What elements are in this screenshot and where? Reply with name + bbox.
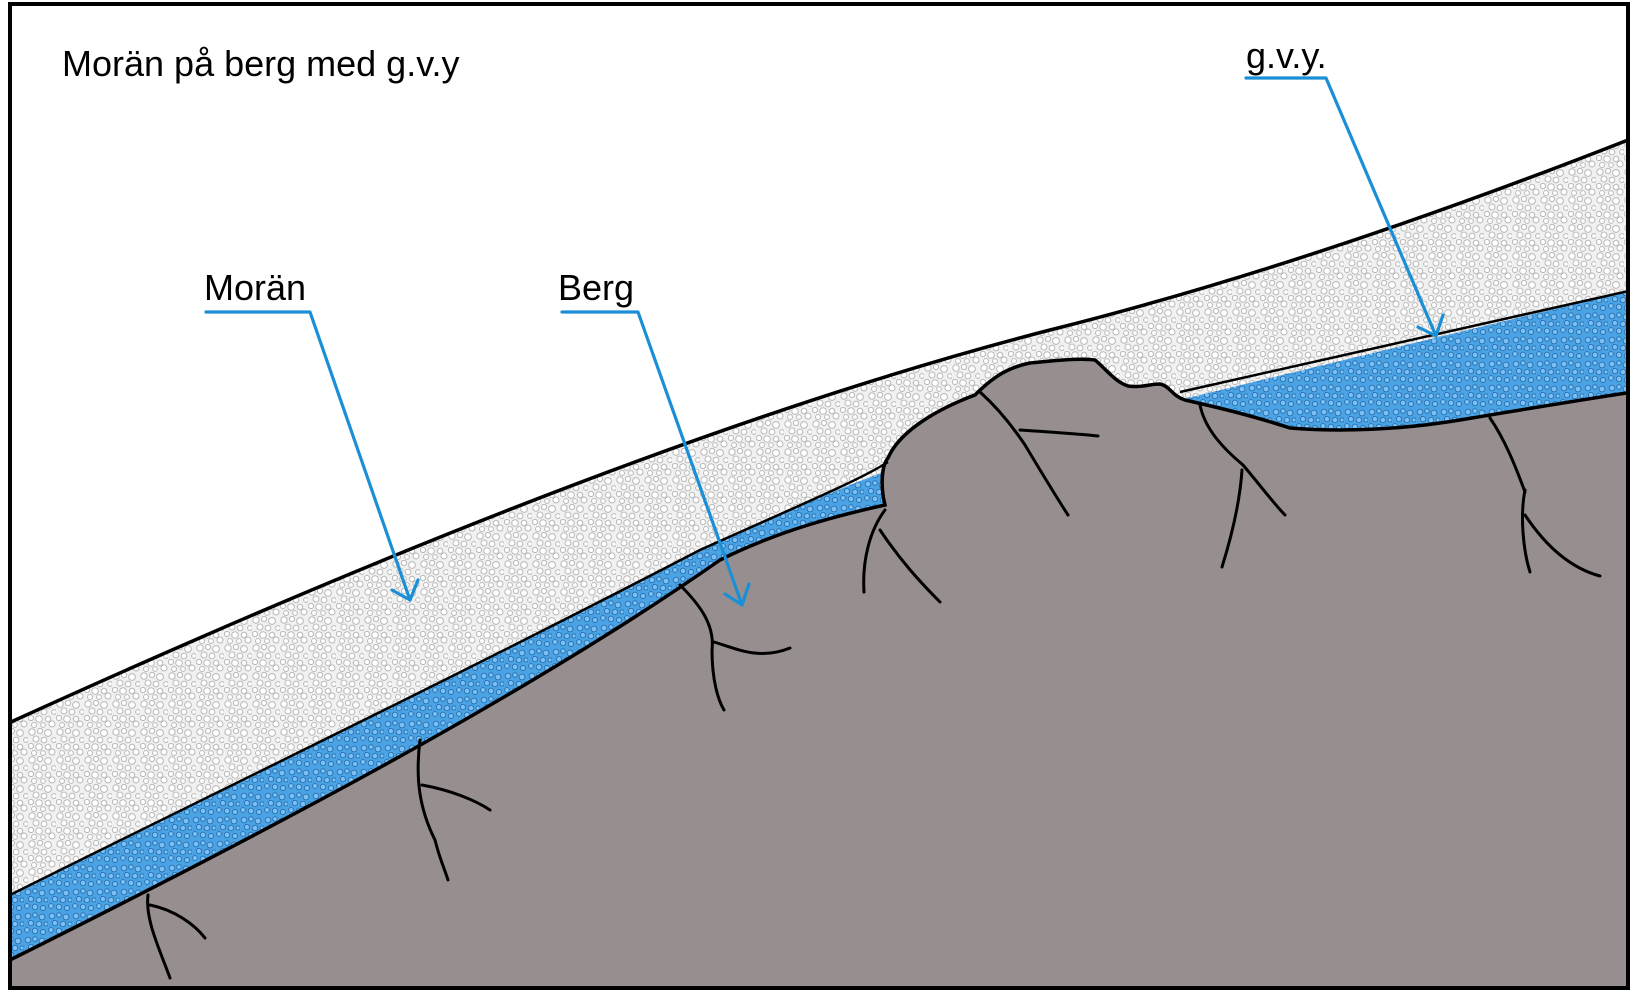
- label-gvy: g.v.y.: [1246, 35, 1327, 76]
- arrowhead-gvy: [1416, 313, 1445, 338]
- label-moran: Morän: [204, 267, 306, 308]
- ground-surface-line: [10, 138, 1628, 725]
- leader-line-gvy: [1244, 76, 1438, 338]
- groundwater-top-line-right: [1179, 289, 1628, 394]
- arrowhead-moran: [390, 578, 420, 602]
- bedrock-layer: [10, 359, 1628, 988]
- leader-line-berg: [560, 310, 744, 607]
- diagram-title: Morän på berg med g.v.y: [62, 43, 460, 84]
- bedrock-cracks: [146, 390, 1602, 980]
- frame-border: [8, 2, 1630, 990]
- label-berg: Berg: [558, 267, 634, 308]
- bedrock-outline: [10, 357, 1628, 962]
- arrowhead-berg: [723, 582, 751, 607]
- groundwater-top-line-left: [10, 460, 889, 897]
- leader-line-moran: [204, 310, 412, 602]
